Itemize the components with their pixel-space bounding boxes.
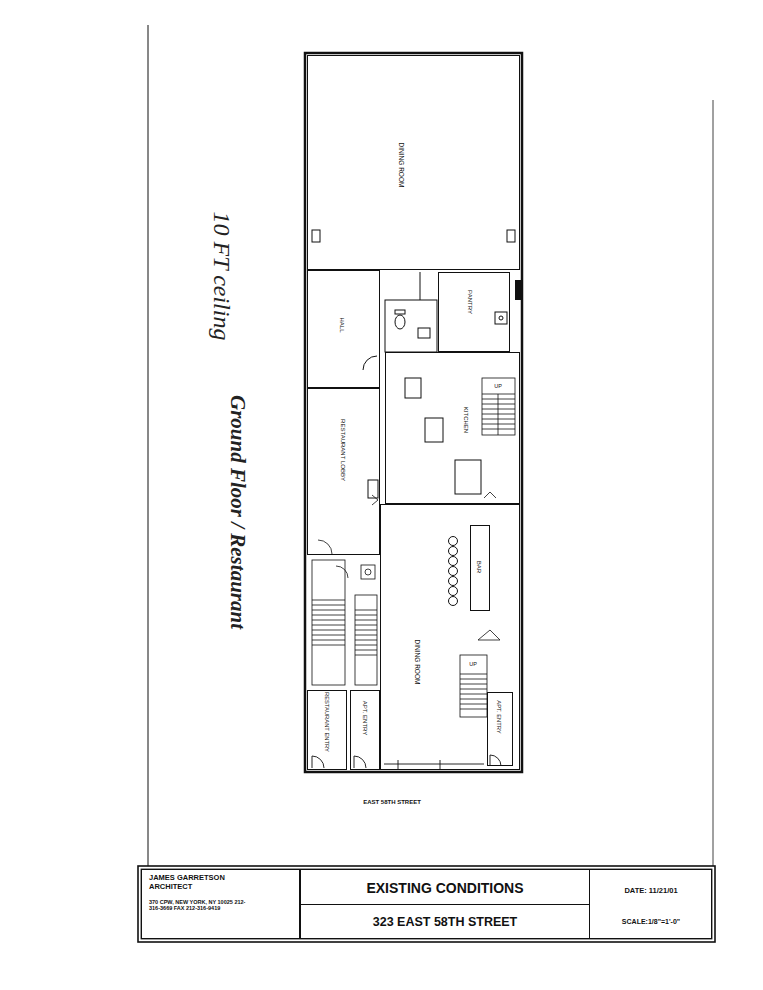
sheet-edge	[148, 25, 149, 866]
stair-label: UP	[493, 382, 503, 390]
drain	[365, 569, 371, 575]
door-swing	[372, 495, 378, 505]
title-text: EXISTING CONDITIONS	[366, 880, 523, 896]
bar-counter: BAR	[470, 525, 490, 611]
room: PANTRY	[438, 272, 510, 352]
stair-outline	[460, 655, 487, 717]
window	[384, 764, 484, 765]
stair-landing	[478, 630, 500, 640]
room-label: RESTAURANT ENTRY	[323, 692, 330, 752]
stair-outline	[355, 595, 377, 685]
sink-symbol	[495, 312, 507, 324]
title-text: DATE: 11/21/01	[624, 887, 677, 896]
room-label: DINING ROOM	[398, 142, 405, 187]
title-text: 323 EAST 58TH STREET	[373, 915, 518, 929]
room-label: APT. ENTRY	[361, 700, 368, 735]
wall-notch	[515, 280, 521, 300]
door-swing	[312, 756, 324, 768]
stair-outline	[482, 378, 515, 435]
bar-stools	[449, 537, 458, 606]
room-label: KITCHEN	[462, 406, 469, 432]
title-cell: DATE: 11/21/01SCALE:1/8"=1'-0"	[589, 869, 712, 939]
column	[507, 230, 515, 242]
pantry-fixtures	[495, 312, 507, 324]
title-cell: JAMES GARRETSON ARCHITECT 370 CPW, NEW YO…	[141, 869, 300, 939]
room-label: BAR	[476, 561, 483, 573]
front-stairs	[312, 540, 377, 685]
room: RESTAURANT ENTRY	[307, 690, 347, 770]
room: DINING ROOM	[307, 55, 520, 270]
front-doors	[312, 755, 501, 770]
door-swing	[336, 566, 348, 578]
apartment-stair	[372, 492, 500, 717]
room-label: DINING ROOM	[414, 639, 421, 684]
door-swing	[490, 755, 501, 766]
drain	[499, 316, 503, 320]
sheet-border	[148, 25, 713, 866]
window-mullion	[398, 760, 399, 770]
toilet-room	[363, 272, 437, 370]
door-swing	[354, 756, 366, 768]
title-cell: 323 EAST 58TH STREET	[300, 904, 590, 939]
room: HALL	[307, 270, 380, 388]
room: KITCHEN	[385, 352, 520, 504]
kitchen-island	[405, 378, 421, 398]
door-swing	[318, 540, 332, 554]
toilet-wall	[385, 300, 437, 352]
title-text: JAMES GARRETSON ARCHITECT	[149, 874, 233, 891]
sink-symbol	[418, 328, 430, 338]
kitchen-stair	[482, 378, 515, 435]
kitchen-counter	[455, 460, 481, 494]
columns	[312, 230, 515, 242]
room: DINING ROOM BAR APT. ENTRY	[380, 504, 520, 770]
cabinet	[368, 480, 378, 498]
door-swing	[484, 492, 496, 498]
stair-outline	[312, 560, 345, 685]
room-label: HALL	[338, 317, 345, 332]
exterior-wall	[305, 53, 522, 772]
title-text: 370 CPW, NEW YORK, NY 10025 212-316-3669…	[149, 899, 253, 912]
street-label: EAST 58TH STREET	[363, 799, 421, 806]
title-cell: EXISTING CONDITIONS	[300, 869, 590, 905]
sheet-edge	[713, 100, 714, 866]
room: APT. ENTRY	[487, 692, 513, 766]
toilet-symbol	[395, 315, 405, 329]
column	[312, 230, 320, 242]
room-label: PANTRY	[466, 290, 473, 314]
room-label: RESTAURANT LOBBY	[339, 419, 346, 481]
handwritten-note: Ground Floor / Restaurant	[225, 395, 248, 629]
handwritten-note: 10 FT ceiling	[209, 212, 235, 341]
kitchen-island	[425, 418, 443, 442]
title-text: SCALE:1/8"=1'-0"	[622, 918, 680, 926]
closet-wall	[420, 272, 421, 300]
door-swing	[363, 356, 377, 370]
room-label: APT. ENTRY	[496, 700, 503, 733]
room: RESTAURANT LOBBY	[307, 388, 380, 555]
title-block-frame	[141, 869, 712, 939]
title-block-frame	[138, 866, 715, 942]
window-mullion	[440, 760, 441, 770]
stair-label: UP	[468, 660, 478, 668]
toilet-tank	[395, 310, 405, 314]
room: APT. ENTRY	[350, 690, 380, 770]
sink-symbol	[361, 565, 375, 579]
